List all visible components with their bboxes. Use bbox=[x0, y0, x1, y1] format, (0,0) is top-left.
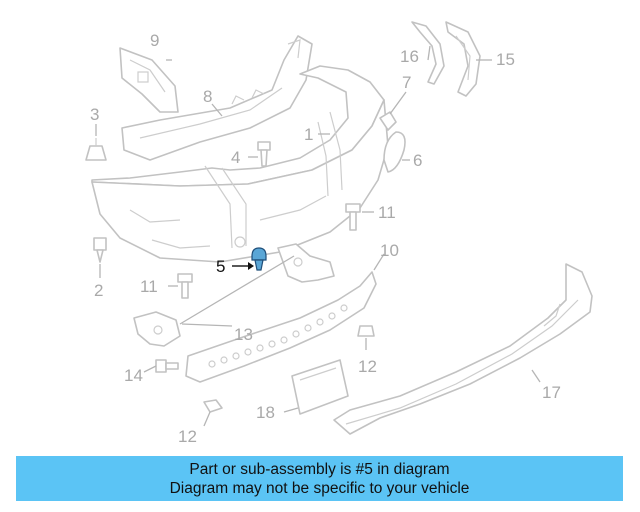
part-13-brackets[interactable] bbox=[133, 243, 335, 347]
part-9-bracket[interactable] bbox=[119, 47, 179, 113]
callout-12-right: 12 bbox=[358, 357, 377, 376]
callout-10: 10 bbox=[380, 241, 399, 260]
callout-14: 14 bbox=[124, 366, 143, 385]
part-14-bolt[interactable] bbox=[155, 359, 179, 373]
banner-line-1: Part or sub-assembly is #5 in diagram bbox=[189, 460, 450, 478]
callout-3: 3 bbox=[90, 105, 99, 124]
part-2-clip[interactable] bbox=[93, 237, 107, 263]
part-11-bolt-lower[interactable] bbox=[177, 273, 193, 299]
callout-8: 8 bbox=[203, 87, 212, 106]
part-12-nut-right[interactable] bbox=[357, 325, 375, 337]
callout-13: 13 bbox=[234, 325, 253, 344]
part-3-bolt[interactable] bbox=[85, 138, 107, 161]
part-16-strip[interactable] bbox=[411, 21, 445, 85]
parts-diagram: 9 8 3 4 1 6 7 16 15 11 2 11 13 10 12 14 … bbox=[85, 21, 593, 446]
callout-15: 15 bbox=[496, 50, 515, 69]
leader-lines bbox=[95, 45, 541, 427]
callout-7: 7 bbox=[402, 73, 411, 92]
part-17-valance[interactable] bbox=[333, 263, 593, 435]
part-8-reinforcement[interactable] bbox=[121, 35, 313, 161]
part-5-rivet[interactable] bbox=[251, 247, 267, 271]
callout-2: 2 bbox=[94, 281, 103, 300]
callout-1: 1 bbox=[304, 125, 313, 144]
part-10-absorber[interactable] bbox=[185, 271, 377, 383]
banner-line-2: Diagram may not be specific to your vehi… bbox=[169, 479, 470, 497]
part-6-cap[interactable] bbox=[383, 131, 406, 173]
callout-5: 5 bbox=[216, 257, 225, 276]
part-7-clip[interactable] bbox=[379, 111, 397, 131]
callout-12-bottom: 12 bbox=[178, 427, 197, 446]
part-12-nut-bottom[interactable] bbox=[203, 399, 223, 413]
part-4-screw[interactable] bbox=[257, 141, 271, 167]
callout-11-lower: 11 bbox=[140, 277, 158, 296]
info-banner: Part or sub-assembly is #5 in diagram Di… bbox=[16, 456, 623, 501]
callout-6: 6 bbox=[413, 151, 422, 170]
callout-4: 4 bbox=[231, 148, 240, 167]
callout-16: 16 bbox=[400, 47, 419, 66]
callout-9: 9 bbox=[150, 31, 159, 50]
part-15-molding[interactable] bbox=[445, 21, 481, 97]
part-18-plate-bracket[interactable] bbox=[291, 359, 349, 415]
callout-17: 17 bbox=[542, 383, 561, 402]
part-11-bolt-upper[interactable] bbox=[345, 203, 361, 231]
arrow-5 bbox=[248, 262, 254, 270]
callout-18: 18 bbox=[256, 403, 275, 422]
callout-labels: 9 8 3 4 1 6 7 16 15 11 2 11 13 10 12 14 … bbox=[90, 31, 561, 446]
callout-11-upper: 11 bbox=[378, 203, 396, 222]
part-1-bumper-cover[interactable] bbox=[91, 65, 389, 263]
